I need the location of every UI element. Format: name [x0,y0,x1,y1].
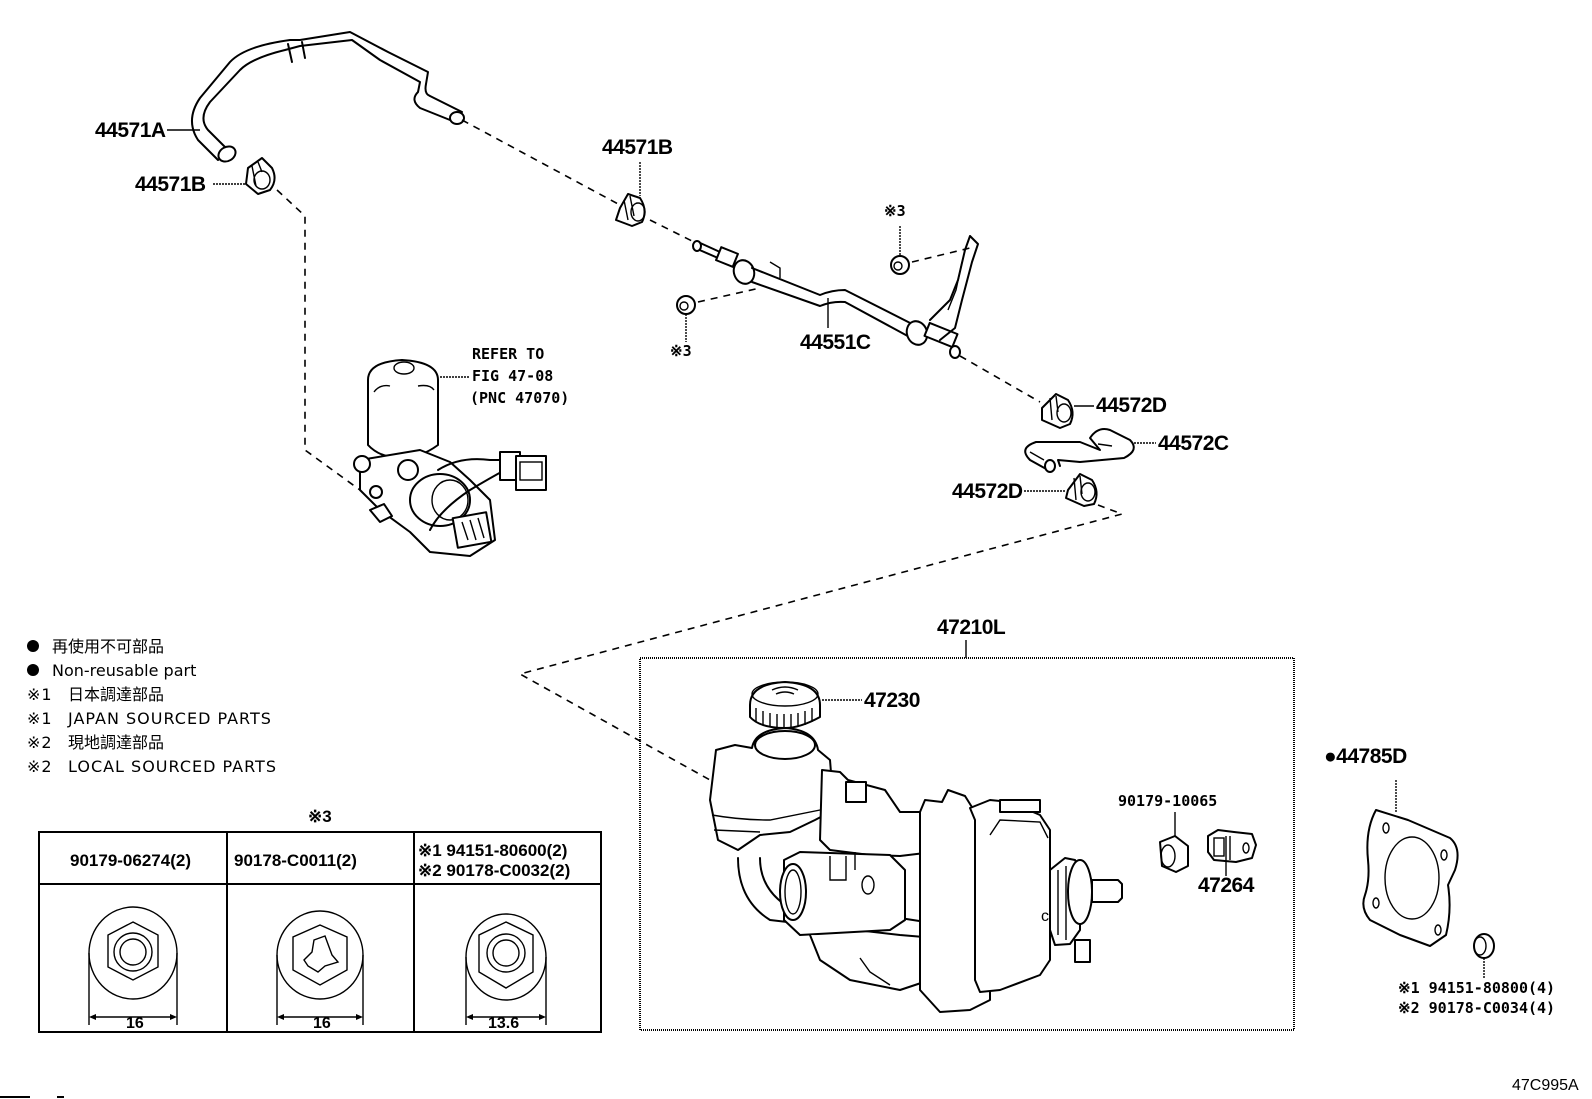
refer-text-line3: (PNC 47070) [470,389,569,407]
master-cylinder-body[interactable]: c [710,728,1123,1013]
label-nut-mark3-upper: ※3 [884,202,906,220]
legend-item-en-nonreusable: Non-reusable part [52,661,196,680]
lock-nut-icon [276,910,364,1025]
label-gasket-nut-2: ※2 90178-C0034(4) [1398,999,1555,1017]
label-44572D-upper: 44572D [1096,394,1167,417]
dashed-connection-master [517,504,1125,781]
label-44551C: 44551C [800,331,871,354]
c-mark: c [1041,908,1049,925]
nut-mark3-lower[interactable] [676,295,696,315]
bolt-90179-10065[interactable] [1159,835,1189,873]
bullet-icon [27,664,39,676]
legend-item-en-japan: JAPAN SOURCED PARTS [67,709,272,728]
label-nut-mark3-lower: ※3 [670,342,692,360]
hose-44571A[interactable] [191,31,465,165]
nut-dim-2: 16 [313,1015,331,1032]
clip-44571B-mid[interactable] [615,193,646,227]
label-44785D: ●44785D [1324,745,1407,768]
legend-symbol-2: ※2 [27,733,53,752]
nut-table-header-3b: ※2 90178-C0032(2) [418,861,570,880]
label-gasket-nut-1: ※1 94151-80800(4) [1398,979,1555,997]
legend-symbol-2b: ※2 [27,757,53,776]
dashed-connection-left [276,189,361,491]
label-90179-10065: 90179-10065 [1118,792,1217,810]
pipe-44551C[interactable] [692,235,979,359]
nut-table-header-2: 90178-C0011(2) [234,851,357,870]
figure-code: 47C995A [1512,1077,1579,1094]
dashed-nut-lower [697,287,761,303]
dashed-connection-mid [649,219,701,246]
label-47264: 47264 [1198,874,1255,897]
legend-item-en-local: LOCAL SOURCED PARTS [68,757,277,776]
gasket-44785D[interactable] [1362,809,1459,947]
bracket-47264[interactable] [1207,829,1257,863]
dashed-connection-hose [461,119,621,206]
label-44571B-left: 44571B [135,173,206,196]
nut-dim-1: 16 [126,1015,144,1032]
legend-item-ja-local: 現地調達部品 [68,733,164,752]
gasket-nut[interactable] [1473,933,1495,959]
label-47210L: 47210L [937,616,1006,639]
clip-44571B-left[interactable] [245,157,276,195]
refer-text-line2: FIG 47-08 [472,367,553,385]
nut-table-title: ※3 [308,807,332,826]
legend-item-ja-japan: 日本調達部品 [68,685,164,704]
legend-symbol-1: ※1 [27,685,53,704]
nut-table-header-3a: ※1 94151-80600(2) [418,841,567,860]
bullet-icon [27,640,39,652]
clip-44572D-lower[interactable] [1065,473,1098,507]
label-44572D-lower: 44572D [952,480,1023,503]
label-47230: 47230 [864,689,920,712]
legend: 再使用不可部品 Non-reusable part ※1 日本調達部品 ※1 J… [27,637,277,776]
nut-mark3-upper[interactable] [890,255,910,275]
label-44571A: 44571A [95,119,166,142]
hose-44572C[interactable] [1024,428,1135,473]
flange-nut-small-icon [465,913,547,1025]
nut-dim-3: 13.6 [488,1015,519,1032]
clip-44572D-upper[interactable] [1041,393,1074,429]
dashed-connection-pipe [959,355,1041,403]
nut-table-header-1: 90179-06274(2) [70,851,191,870]
label-44572C: 44572C [1158,432,1229,455]
nut-table: ※3 90179-06274(2) 90178-C0011(2) ※1 9415… [38,807,602,1033]
flange-nut-icon [88,906,178,1025]
legend-item-ja-nonreusable: 再使用不可部品 [52,637,164,656]
refer-text-line1: REFER TO [472,345,544,363]
reservoir-cap-47230[interactable] [749,681,821,729]
dashed-nut-upper [911,247,971,263]
valve-assembly[interactable] [353,359,547,557]
legend-symbol-1b: ※1 [27,709,53,728]
assembly-box-47210L [639,657,1295,1031]
label-44571B-mid: 44571B [602,136,673,159]
